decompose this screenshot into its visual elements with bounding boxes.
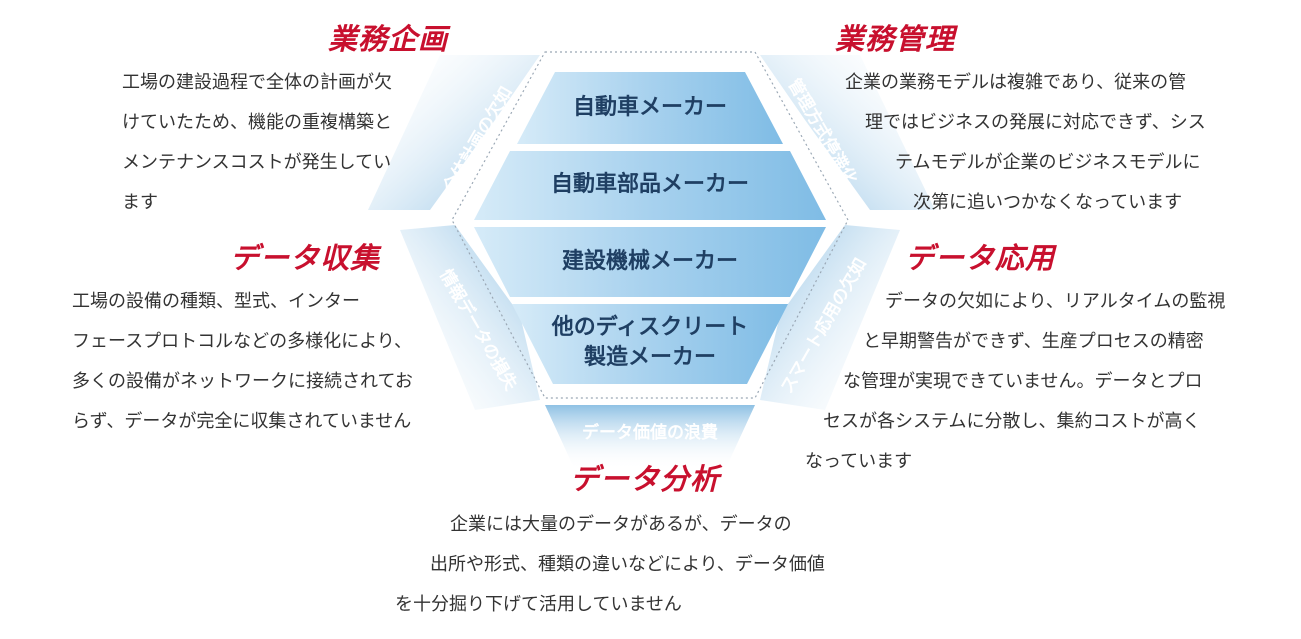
section-title-data-analysis: データ分析 <box>570 462 721 496</box>
hexagon-outline <box>451 51 849 399</box>
section-title-data-application: データ応用 <box>905 241 1056 275</box>
section-text-data-application: データの欠如により、リアルタイムの監視 と早期警告ができず、生産プロセスの精密 … <box>805 291 1226 472</box>
section-text-business-planning: 工場の建設過程で全体の計画が欠 けていたため、機能の重複構築と メンテナンスコス… <box>122 72 392 213</box>
section-text-business-management: 企業の業務モデルは複雑であり、従来の管 理ではビジネスの発展に対応できず、シス … <box>845 72 1206 213</box>
spoke-bottom <box>545 405 755 470</box>
band-1 <box>517 72 783 144</box>
spoke-top-left <box>368 55 540 210</box>
spoke-mid-right <box>760 225 900 410</box>
band-4 <box>512 304 788 384</box>
band-3 <box>474 227 826 297</box>
industry-construction-machinery: 建設機械メーカー <box>561 249 738 274</box>
spoke-top-right <box>760 55 935 210</box>
section-text-data-collection: 工場の設備の種類、型式、インター フェースプロトコルなどの多様化により、 多くの… <box>72 291 413 432</box>
industry-automaker: 自動車メーカー <box>572 95 727 120</box>
spoke-label-bottom: データ価値の浪費 <box>582 422 718 443</box>
section-title-data-collection: データ収集 <box>230 241 381 275</box>
industry-discrete-manufacturer: 他のディスクリート 製造メーカー <box>551 315 749 370</box>
section-title-business-management: 業務管理 <box>835 22 956 56</box>
band-2 <box>474 151 826 220</box>
section-title-business-planning: 業務企画 <box>328 22 449 56</box>
section-text-data-analysis: 企業には大量のデータがあるが、データの 出所や形式、種類の違いなどにより、データ… <box>395 514 825 615</box>
spoke-mid-left <box>400 225 540 410</box>
industry-auto-parts: 自動車部品メーカー <box>550 172 749 197</box>
